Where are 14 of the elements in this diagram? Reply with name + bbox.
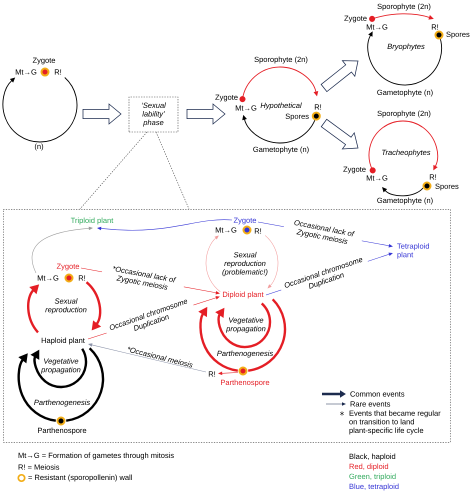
arrow: [30, 348, 88, 388]
arrow: [215, 302, 272, 348]
arrow: [264, 235, 278, 288]
dashed-line: [80, 132, 148, 210]
arrow: [88, 343, 206, 372]
block-arrow: [186, 103, 226, 125]
arrow: [97, 219, 232, 231]
block-arrow: [82, 103, 122, 125]
connector-line: [248, 298, 286, 372]
block-arrow: [320, 118, 358, 150]
dashed-line: [156, 132, 190, 210]
connector-line: [66, 347, 104, 422]
arrow: [218, 372, 238, 376]
arrow: [32, 226, 93, 274]
